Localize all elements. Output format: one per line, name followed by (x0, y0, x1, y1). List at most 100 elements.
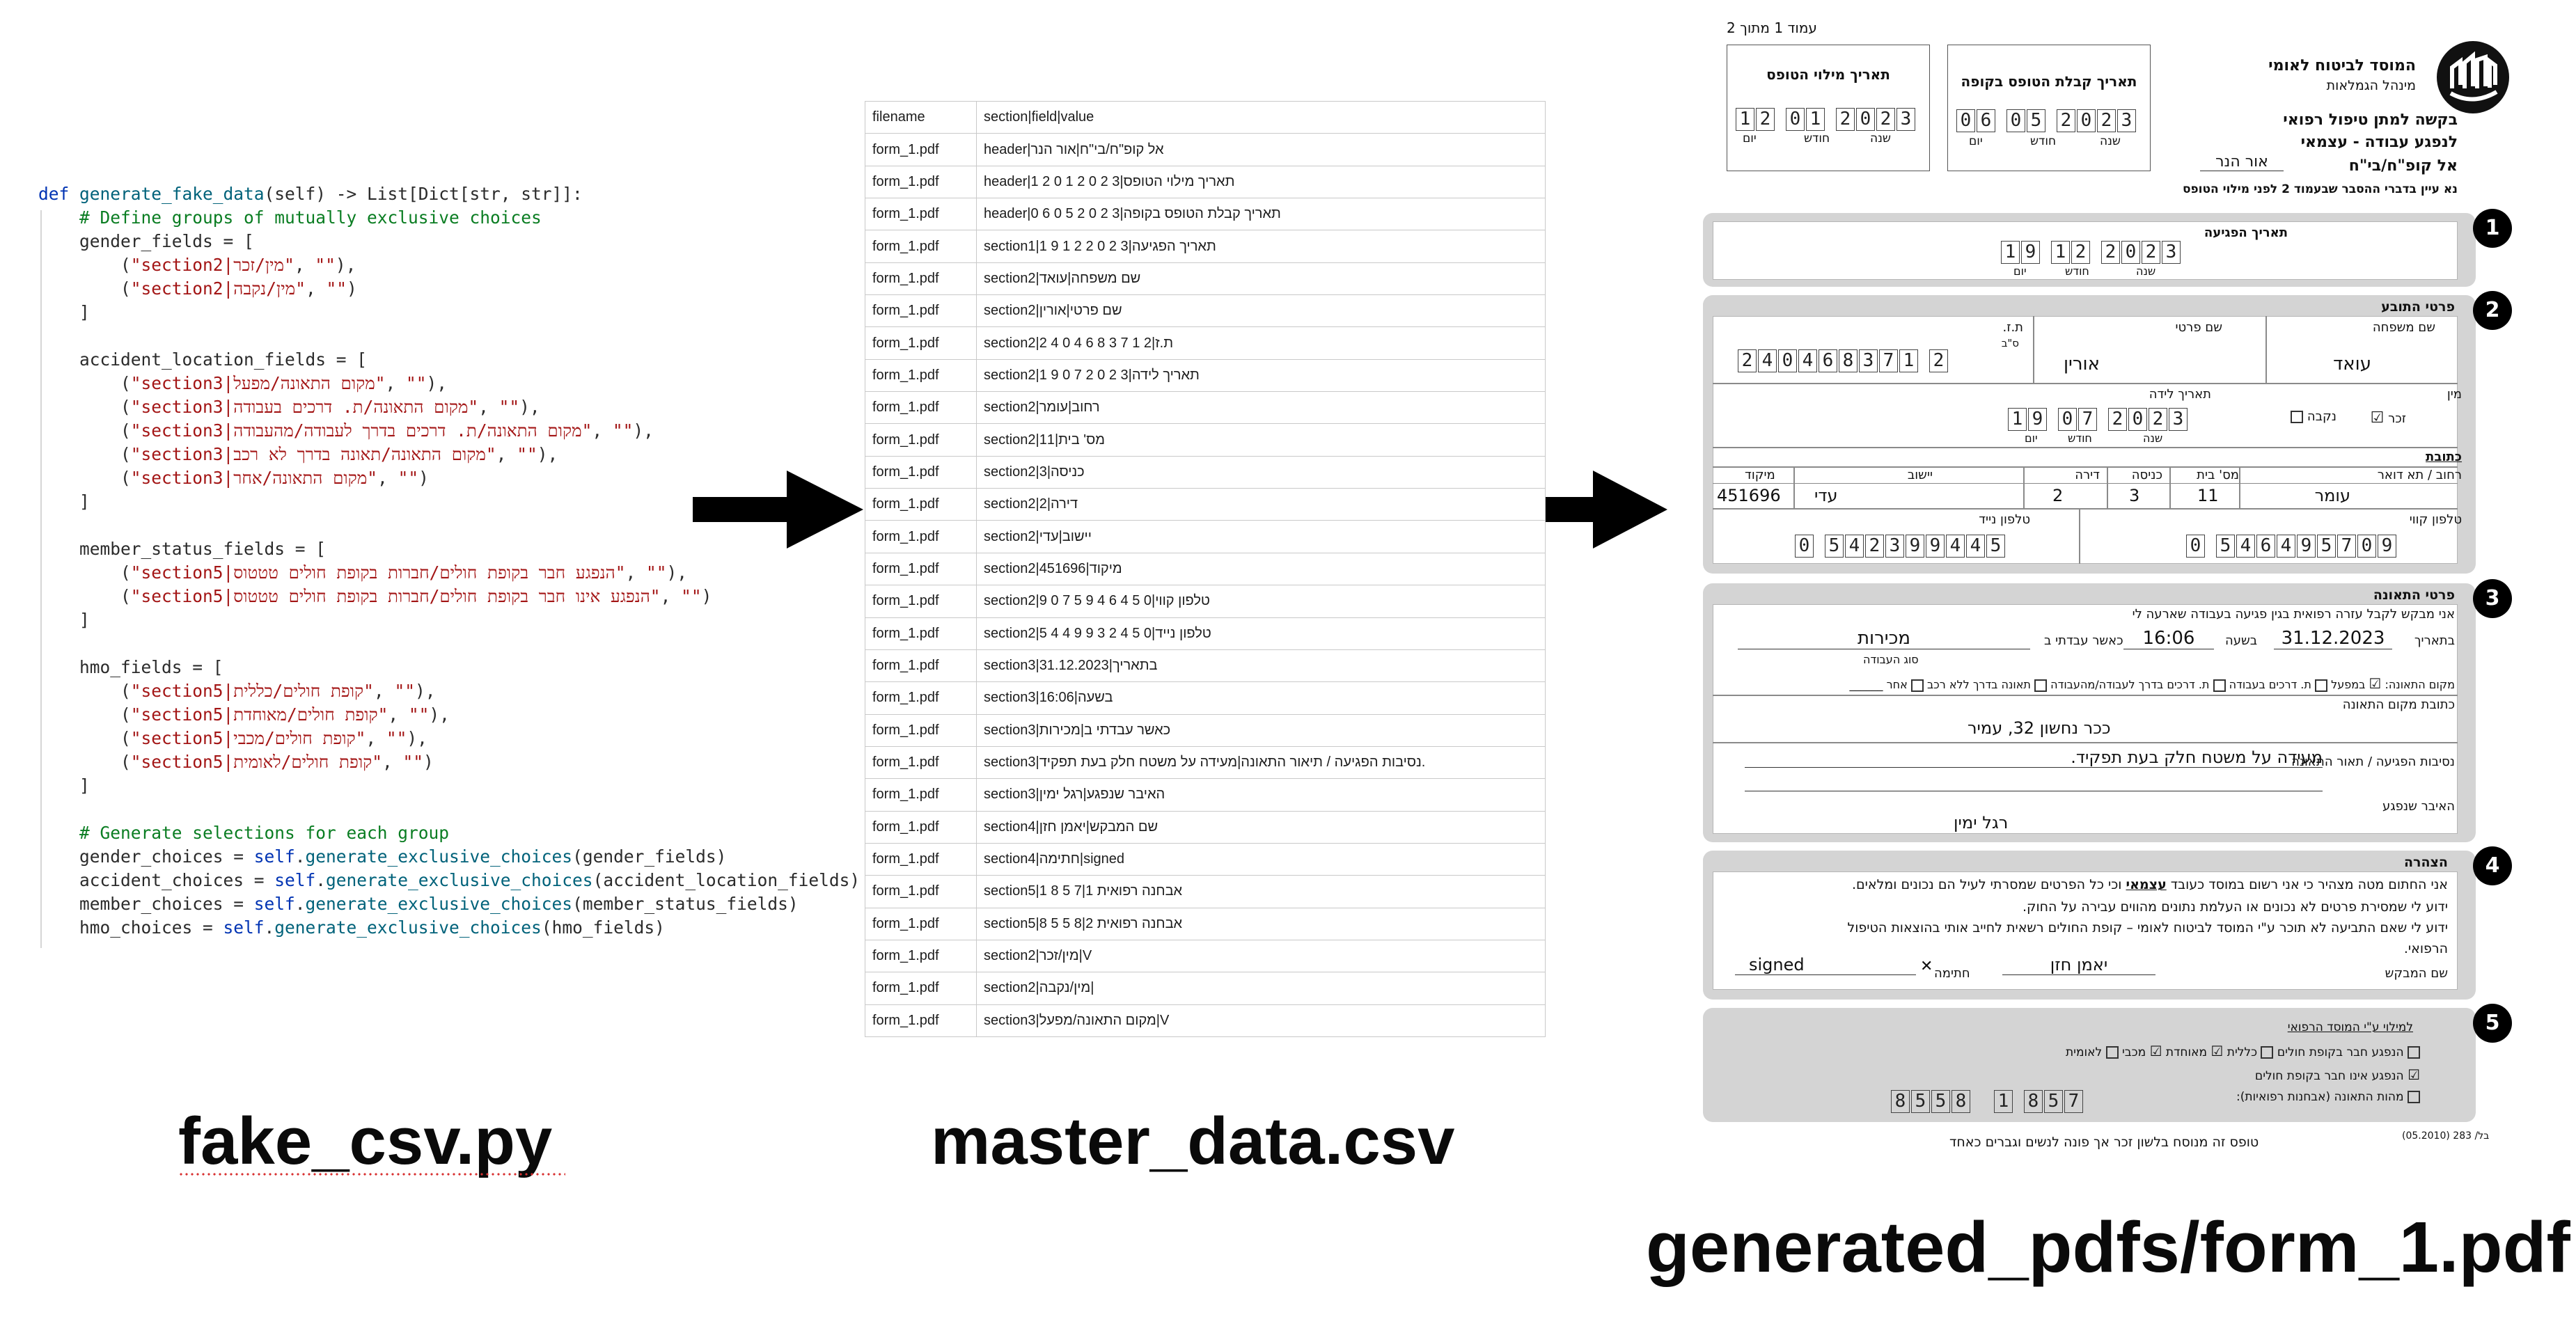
digit-box[interactable]: 2 (2097, 109, 2116, 132)
accident-hour-value: 16:06 (2123, 628, 2214, 649)
digit-box[interactable]: 2 (2071, 241, 2090, 264)
digit-box[interactable]: 7 (2337, 535, 2356, 558)
digit-box[interactable]: 1 (2051, 241, 2070, 264)
checkbox-icon[interactable] (2034, 679, 2048, 692)
digit-box[interactable]: 1 (1736, 108, 1754, 131)
digit-box[interactable]: 2 (2057, 109, 2075, 132)
digit-box[interactable]: 2 (2142, 241, 2160, 264)
digit-box[interactable]: 0 (2128, 408, 2147, 431)
digit-box[interactable]: 4 (1946, 535, 1965, 558)
digit-box[interactable]: 4 (1966, 535, 1985, 558)
digit-box[interactable]: 6 (1819, 349, 1837, 372)
checkbox-icon[interactable] (2291, 411, 2304, 423)
digit-box[interactable]: 3 (2117, 109, 2136, 132)
digit-box[interactable]: 3 (2162, 241, 2181, 264)
code-panel: def generate_fake_data(self) -> List[Dic… (38, 182, 860, 955)
digit-box[interactable]: 0 (2121, 241, 2140, 264)
digit-box[interactable]: 5 (1931, 1090, 1950, 1113)
digit-box[interactable]: 5 (2027, 109, 2045, 132)
digit-box[interactable]: 5 (1825, 535, 1844, 558)
code-token: "" (406, 373, 427, 393)
digit-box[interactable]: 5 (1986, 535, 2005, 558)
digit-box[interactable]: 8 (1951, 1090, 1970, 1113)
digit-box[interactable]: 0 (1786, 108, 1805, 131)
digit-box[interactable]: 1 (2001, 241, 2020, 264)
checkbox-icon[interactable] (1910, 679, 1924, 692)
work-type-label: סוג העבודה (1863, 653, 1919, 666)
checkbox-checked-icon[interactable]: ☑ (2369, 675, 2382, 692)
digit-box[interactable]: 4 (2277, 535, 2295, 558)
received-date-label: תאריך קבלת הטופס בקופה (1961, 73, 2137, 90)
digit-box[interactable]: 3 (1885, 535, 1904, 558)
digit-box[interactable]: 0 (2006, 109, 2025, 132)
checkbox-checked-icon[interactable]: ☑ (2149, 1043, 2162, 1059)
code-line: ("section3|מקום התאונה/ת. דרכים בדרך לעב… (38, 419, 654, 443)
digit-box[interactable]: 0 (1956, 109, 1975, 132)
digit-box[interactable]: 5 (2317, 535, 2336, 558)
digit-box[interactable]: 4 (1798, 349, 1817, 372)
digit-box[interactable]: 7 (1879, 349, 1898, 372)
digit-box[interactable]: 9 (1906, 535, 1924, 558)
digit-box[interactable]: 4 (1758, 349, 1777, 372)
digit-box[interactable]: 0 (2058, 408, 2077, 431)
digit-box[interactable]: 1 (1806, 108, 1825, 131)
digit-box[interactable]: 0 (2077, 109, 2096, 132)
checkbox-checked-icon[interactable]: ☑ (2210, 1043, 2224, 1059)
checkbox-checked-icon[interactable]: ☑ (2408, 1066, 2420, 1083)
digit-box[interactable]: 7 (2064, 1090, 2083, 1113)
code-token: accident_choices = (38, 870, 275, 890)
digit-box[interactable]: 2 (1865, 535, 1884, 558)
digit-box[interactable]: 8 (1839, 349, 1858, 372)
digit-box[interactable]: 2 (1756, 108, 1775, 131)
digit-box[interactable]: 6 (2256, 535, 2275, 558)
digit-box[interactable]: 2 (1836, 108, 1855, 131)
gender-female[interactable]: נקבה (2291, 409, 2337, 424)
section-3-title: פרטי התאונה (2373, 587, 2455, 603)
digit-box[interactable]: 9 (2021, 241, 2040, 264)
code-token: member_status_fields = [ (38, 539, 327, 559)
digit-box[interactable]: 1 (1994, 1090, 2013, 1113)
digit-box[interactable]: 7 (2078, 408, 2097, 431)
digit-box[interactable]: 1 (1899, 349, 1918, 372)
digit-box[interactable]: 4 (2236, 535, 2255, 558)
digit-box[interactable]: 5 (2216, 535, 2235, 558)
digit-box[interactable]: 8 (2024, 1090, 2043, 1113)
digit-box[interactable]: 5 (2044, 1090, 2063, 1113)
digit-box[interactable]: 2 (1876, 108, 1895, 131)
checkbox-icon[interactable] (2213, 679, 2226, 692)
digit-box[interactable]: 2 (1738, 349, 1757, 372)
digit-box[interactable]: 9 (1926, 535, 1945, 558)
digit-box[interactable]: 2 (2101, 241, 2120, 264)
code-token: ] (38, 302, 90, 322)
checkbox-checked-icon[interactable]: ☑ (2370, 409, 2385, 427)
digit-box[interactable]: 3 (1896, 108, 1915, 131)
checkbox-icon[interactable] (2261, 1046, 2274, 1059)
checkbox-icon[interactable] (2408, 1046, 2420, 1059)
digit-box[interactable]: 0 (1856, 108, 1875, 131)
digit-box[interactable]: 0 (1795, 535, 1814, 558)
digit-box[interactable]: 9 (2028, 408, 2047, 431)
digit-box[interactable]: 1 (2008, 408, 2027, 431)
checkbox-icon[interactable] (2408, 1091, 2420, 1103)
gender-male[interactable]: זכר ☑ (2370, 409, 2406, 427)
digit-box[interactable]: 3 (2169, 408, 2188, 431)
digit-box[interactable]: 2 (2108, 408, 2127, 431)
checkbox-icon[interactable] (2105, 1046, 2119, 1059)
checkbox-icon[interactable] (2315, 679, 2327, 692)
city-label: יישוב (1907, 468, 1933, 482)
field-cell: section2|טלפון נייד|0 5 4 2 3 9 9 4 4 5 (976, 617, 1546, 650)
digit-box[interactable]: 9 (2297, 535, 2316, 558)
digit-box[interactable]: 2 (1929, 349, 1948, 372)
digit-box[interactable]: 6 (1977, 109, 1995, 132)
digit-box[interactable]: 0 (2357, 535, 2376, 558)
digit-box[interactable]: 3 (1859, 349, 1878, 372)
digit-box[interactable]: 5 (1911, 1090, 1930, 1113)
digit-box[interactable]: 8 (1891, 1090, 1910, 1113)
digit-box[interactable]: 2 (2149, 408, 2167, 431)
digit-box[interactable]: 9 (2378, 535, 2396, 558)
digit-box[interactable]: 0 (2186, 535, 2205, 558)
digit-box[interactable]: 0 (1778, 349, 1797, 372)
digit-box[interactable]: 4 (1845, 535, 1864, 558)
